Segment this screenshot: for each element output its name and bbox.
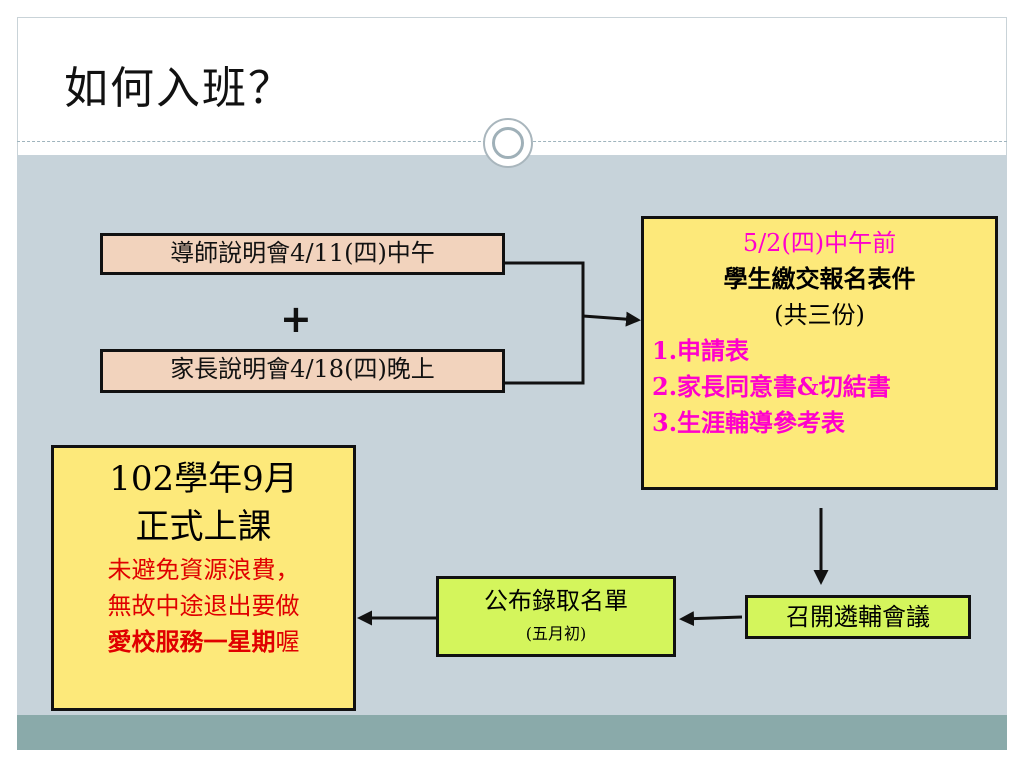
bracket-connector: [505, 261, 585, 385]
announce-box: 公布錄取名單 (五月初): [436, 576, 676, 657]
plus-icon: +: [280, 297, 312, 341]
arrow-to-announce: [679, 611, 743, 627]
ring-ornament-icon: [483, 118, 533, 168]
arrow-to-submission: [582, 311, 641, 327]
warning-line-3: 愛校服務一星期喔: [54, 624, 353, 660]
warning-tail: 喔: [275, 628, 300, 656]
announce-timing: (五月初): [525, 624, 587, 643]
tutor-meeting-label: 導師說明會4/11(四)中午: [170, 239, 435, 267]
slide-title: 如何入班？: [64, 63, 294, 114]
submission-item: 2.家長同意書&切結書: [652, 372, 891, 401]
parent-meeting-box: 家長說明會4/18(四)晚上: [100, 349, 505, 393]
announce-label: 公布錄取名單: [484, 587, 628, 615]
submission-box: 5/2(四)中午前 學生繳交報名表件 (共三份) 1.申請表 2.家長同意書&切…: [641, 216, 998, 490]
parent-meeting-label: 家長說明會4/18(四)晚上: [170, 355, 435, 383]
warning-line-1: 未避免資源浪費，: [107, 556, 300, 584]
submission-item-list: 1.申請表 2.家長同意書&切結書 3.生涯輔導參考表: [644, 333, 995, 441]
submission-item: 1.申請表: [652, 336, 750, 365]
committee-meeting-label: 召開遴輔會議: [786, 603, 930, 631]
committee-meeting-box: 召開遴輔會議: [745, 595, 971, 639]
start-classes: 正式上課: [135, 507, 272, 547]
submission-deadline: 5/2(四)中午前: [742, 229, 897, 257]
submission-item: 3.生涯輔導參考表: [652, 408, 846, 437]
tutor-meeting-box: 導師說明會4/11(四)中午: [100, 233, 505, 275]
footer-band: [17, 715, 1007, 750]
submission-copies: (共三份): [774, 301, 865, 329]
service-penalty-text: 愛校服務一星期: [107, 627, 276, 656]
start-box: 102學年9月 正式上課 未避免資源浪費， 無故中途退出要做 愛校服務一星期喔: [51, 445, 356, 711]
start-term: 102學年9月: [109, 459, 298, 499]
submission-heading: 學生繳交報名表件: [723, 264, 916, 293]
warning-line-2: 無故中途退出要做: [107, 592, 300, 620]
